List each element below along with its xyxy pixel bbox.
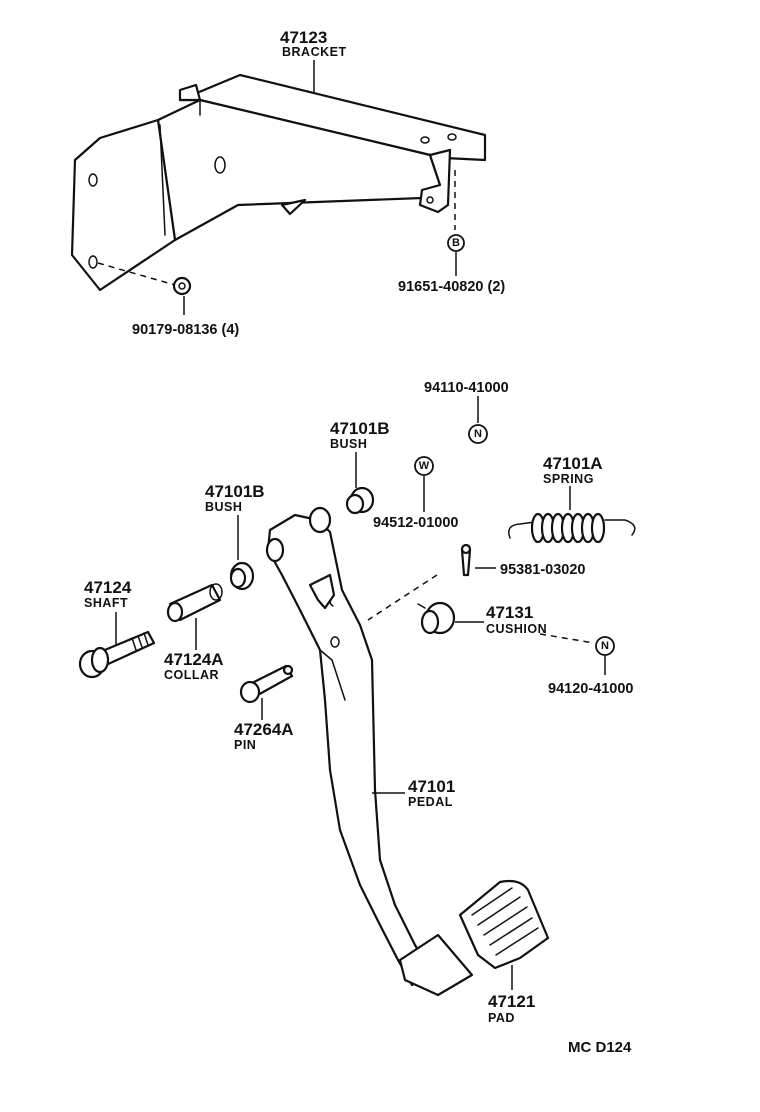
bracket-nut-part [97, 262, 192, 315]
bush-left-number: 47101B [205, 482, 265, 501]
cushion-name: CUSHION [486, 622, 547, 636]
bush-left-part [229, 515, 255, 591]
bracket-bolt-part: B [447, 170, 465, 276]
top-nut-part: N [468, 396, 488, 444]
bush-upper-part [345, 452, 375, 515]
cotter-pin-number: 95381-03020 [500, 562, 585, 578]
cotter-pin-part [367, 543, 496, 621]
nut-top-number: 94110-41000 [424, 380, 509, 396]
bracket-number: 47123 [280, 28, 327, 47]
pedal-number: 47101 [408, 777, 455, 796]
shaft-part [78, 612, 156, 679]
pad-name: PAD [488, 1011, 515, 1025]
collar-part [166, 583, 223, 650]
bolt-badge-text: B [452, 237, 460, 249]
pin-number: 47264A [234, 720, 294, 739]
collar-number: 47124A [164, 650, 224, 669]
bush-upper-number: 47101B [330, 419, 390, 438]
cushion-nut-badge-text: N [601, 640, 609, 652]
pad-part [458, 879, 550, 990]
bush-left-name: BUSH [205, 500, 242, 514]
washer-part: W [414, 456, 434, 512]
bracket-name: BRACKET [282, 45, 347, 59]
pad-number: 47121 [488, 992, 535, 1011]
cushion-nut-number: 94120-41000 [548, 681, 633, 697]
spring-part [508, 486, 636, 544]
collar-name: COLLAR [164, 668, 219, 682]
bolt-badge-icon [447, 234, 465, 252]
nut-top-badge-text: N [474, 428, 482, 440]
bush-upper-name: BUSH [330, 437, 367, 451]
cushion-nut-part: N [539, 633, 615, 675]
cushion-number: 47131 [486, 603, 533, 622]
bracket-bolt-number: 91651-40820 (2) [398, 279, 505, 295]
washer-badge-icon [414, 456, 434, 476]
spring-number: 47101A [543, 454, 603, 473]
shaft-name: SHAFT [84, 596, 128, 610]
spring-name: SPRING [543, 472, 594, 486]
bracket-part [70, 73, 487, 292]
cushion-part [417, 601, 484, 635]
washer-badge-text: W [419, 460, 430, 472]
pedal-name: PEDAL [408, 795, 453, 809]
cushion-nut-badge-icon [595, 636, 615, 656]
pedal-part [265, 506, 474, 997]
shaft-number: 47124 [84, 578, 132, 597]
washer-number: 94512-01000 [373, 515, 458, 531]
diagram-code: MC D124 [568, 1039, 632, 1056]
nut-top-badge-icon [468, 424, 488, 444]
pin-part [239, 664, 294, 720]
pin-name: PIN [234, 738, 256, 752]
bracket-nut-number: 90179-08136 (4) [132, 322, 239, 338]
